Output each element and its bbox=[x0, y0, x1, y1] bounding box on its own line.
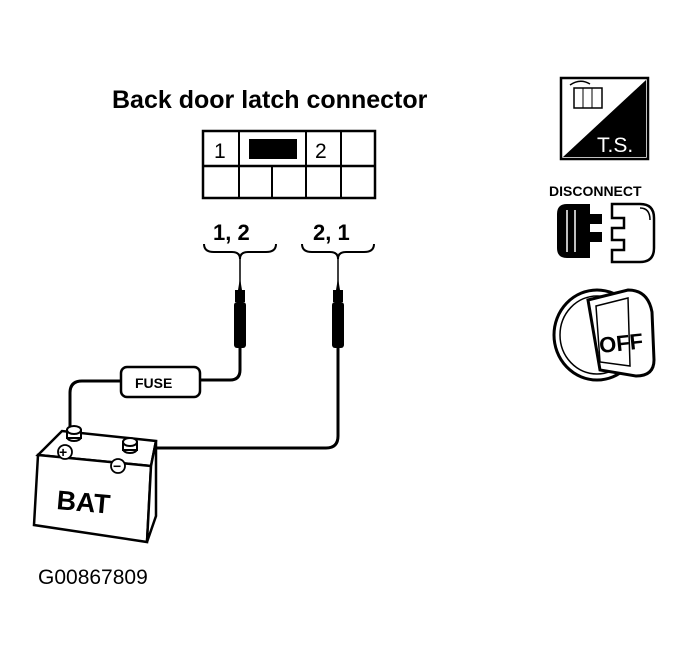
probe-right bbox=[332, 259, 344, 348]
wire-positive bbox=[68, 348, 242, 430]
battery: + − BAT bbox=[32, 425, 158, 544]
probe-label-left: 1, 2 bbox=[213, 220, 250, 245]
brace-right bbox=[301, 243, 375, 260]
pin-2-label: 2 bbox=[315, 140, 327, 163]
connector-title: Back door latch connector bbox=[112, 86, 428, 114]
fuse: FUSE bbox=[119, 365, 202, 399]
connector-lock-tab bbox=[249, 139, 297, 159]
battery-terminal-positive bbox=[66, 425, 82, 442]
brace-left bbox=[203, 243, 277, 260]
connector-face: 1 2 bbox=[201, 129, 377, 200]
pin-1-label: 1 bbox=[214, 140, 226, 163]
disconnect-label: DISCONNECT bbox=[549, 183, 642, 199]
ignition-off-icon: OFF bbox=[552, 288, 656, 382]
ts-icon-label: T.S. bbox=[597, 134, 633, 157]
wire-negative bbox=[130, 348, 340, 450]
battery-label: BAT bbox=[55, 485, 111, 520]
battery-negative-mark: − bbox=[113, 458, 121, 474]
ts-icon: T.S. bbox=[559, 76, 650, 161]
fuse-label: FUSE bbox=[135, 375, 172, 391]
ignition-off-label: OFF bbox=[598, 329, 644, 358]
battery-positive-mark: + bbox=[59, 444, 67, 460]
probe-left bbox=[234, 259, 246, 348]
battery-terminal-negative bbox=[122, 437, 138, 454]
figure-id: G00867809 bbox=[38, 566, 148, 589]
disconnect-icon: DISCONNECT bbox=[549, 183, 656, 264]
probe-label-right: 2, 1 bbox=[313, 220, 350, 245]
